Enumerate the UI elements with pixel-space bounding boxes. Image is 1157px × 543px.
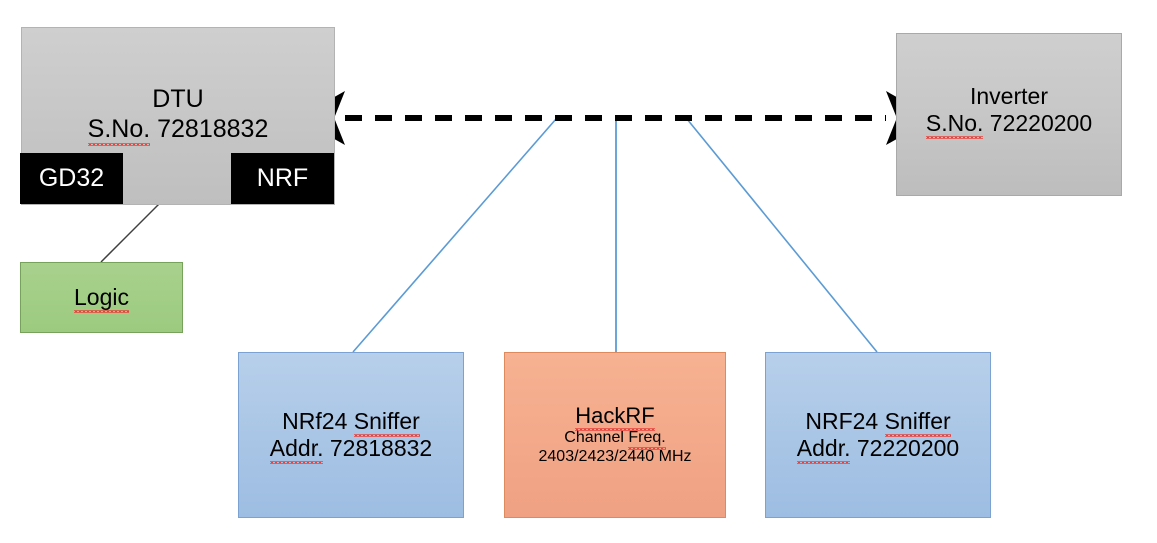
gd32-label: GD32 bbox=[38, 164, 105, 192]
inverter-title: Inverter bbox=[970, 83, 1048, 109]
dtu-serial-number: 72818832 bbox=[157, 114, 269, 143]
sniffer-right-title-word1: NRF24 bbox=[805, 407, 879, 434]
inverter-serial: S.No. 72220200 bbox=[925, 110, 1093, 140]
link-sniffer-left-tap bbox=[352, 118, 557, 353]
sniffer-left-addr-prefix: Addr. bbox=[269, 435, 324, 465]
link-sniffer-right-tap bbox=[686, 118, 878, 353]
nrf-label: NRF bbox=[256, 164, 309, 192]
sniffer-left-title-word2: Sniffer bbox=[353, 407, 420, 438]
logic-label: Logic bbox=[74, 283, 129, 314]
sniffer-left-title: NRf24 Sniffer bbox=[282, 407, 420, 438]
sniffer-right-title: NRF24 Sniffer bbox=[805, 407, 951, 438]
dtu-title: DTU bbox=[152, 85, 204, 113]
sniffer-right-addr: Addr. 72220200 bbox=[796, 435, 960, 465]
hackrf-title: HackRF bbox=[575, 403, 656, 432]
hackrf-subtitle: Channel Freq. bbox=[564, 429, 667, 450]
hackrf-subtitle-prefix: Channel bbox=[564, 429, 624, 447]
node-logic[interactable]: Logic bbox=[20, 262, 183, 333]
node-hackrf[interactable]: HackRF Channel Freq. 2403/2423/2440 MHz bbox=[504, 352, 726, 518]
node-sniffer-right[interactable]: NRF24 Sniffer Addr. 72220200 bbox=[765, 352, 991, 518]
dtu-serial: S.No. 72818832 bbox=[87, 114, 269, 146]
sniffer-left-addr-value: 72818832 bbox=[329, 435, 433, 461]
inverter-serial-number: 72220200 bbox=[989, 110, 1093, 137]
node-sniffer-left[interactable]: NRf24 Sniffer Addr. 72818832 bbox=[238, 352, 464, 518]
sniffer-left-addr: Addr. 72818832 bbox=[269, 435, 433, 465]
inverter-serial-prefix: S.No. bbox=[925, 110, 984, 140]
sniffer-right-addr-prefix: Addr. bbox=[796, 435, 851, 465]
node-nrf[interactable]: NRF bbox=[231, 153, 334, 204]
sniffer-right-title-word2: Sniffer bbox=[884, 407, 951, 438]
hackrf-subtitle-word: Freq. bbox=[628, 429, 667, 450]
hackrf-title-text: HackRF bbox=[575, 403, 656, 432]
dtu-serial-prefix: S.No. bbox=[87, 114, 151, 146]
node-gd32[interactable]: GD32 bbox=[20, 153, 123, 204]
sniffer-right-addr-value: 72220200 bbox=[856, 435, 960, 461]
node-inverter[interactable]: Inverter S.No. 72220200 bbox=[896, 33, 1122, 196]
hackrf-frequencies: 2403/2423/2440 MHz bbox=[538, 447, 692, 465]
sniffer-left-title-word1: NRf24 bbox=[282, 407, 348, 434]
